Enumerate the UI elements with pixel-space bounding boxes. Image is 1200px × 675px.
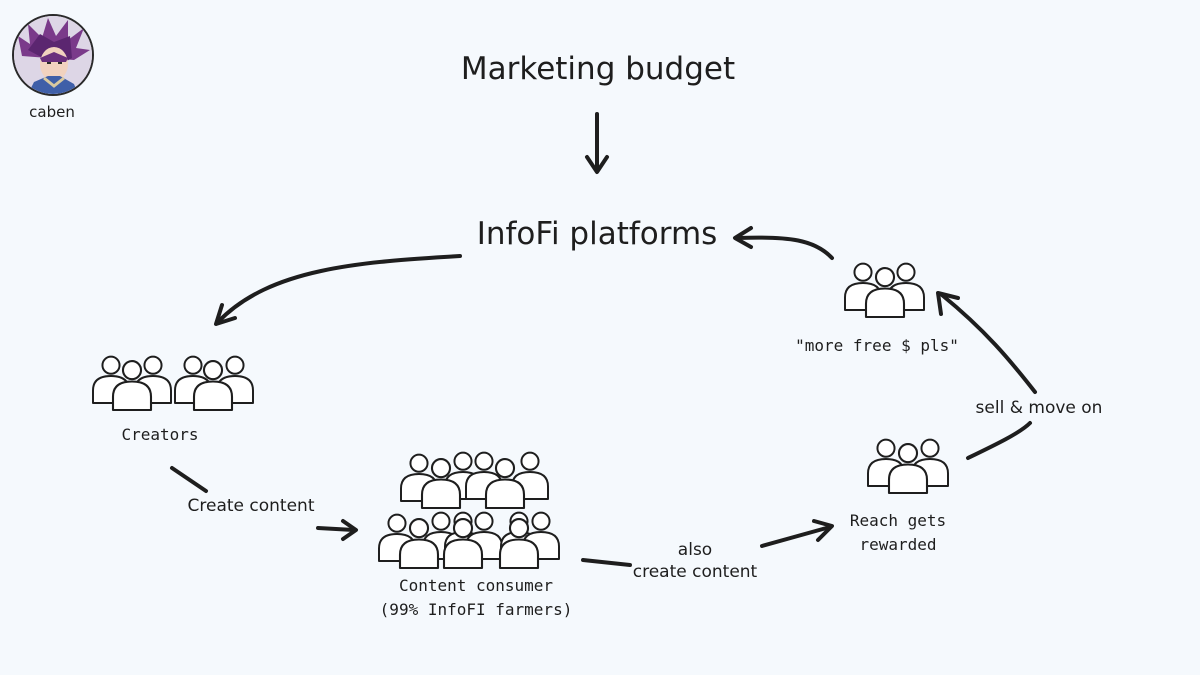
- arrow-platforms-to-creators: [214, 254, 462, 326]
- edge-label-sell-move-on: sell & move on: [975, 397, 1103, 419]
- also-line2: create content: [632, 562, 758, 582]
- also-line1: also: [677, 540, 713, 560]
- reach-line1: Reach gets: [849, 511, 947, 530]
- edge-label-also-create-content: also create content: [632, 539, 758, 583]
- infofi-platforms-title: InfoFi platforms: [476, 216, 718, 252]
- reach-rewarded-label: Reach gets rewarded: [850, 509, 946, 557]
- creators-label: Creators: [121, 425, 199, 444]
- marketing-budget-title: Marketing budget: [460, 51, 736, 87]
- arrow-more-free-to-platforms: [733, 226, 834, 260]
- author-name: caben: [29, 103, 75, 121]
- reach-people-icon: [867, 438, 949, 495]
- arrow-consumer-to-reach: [581, 519, 834, 567]
- reach-line2: rewarded: [859, 535, 937, 554]
- arrow-budget-to-platforms: [585, 112, 609, 174]
- content-consumer-label: Content consumer (99% InfoFI farmers): [380, 574, 573, 622]
- edge-label-create-content: Create content: [187, 495, 315, 517]
- arrow-creators-to-consumer: [170, 466, 358, 541]
- more-free-people-icon: [844, 262, 925, 319]
- more-free-label: "more free $ pls": [795, 336, 959, 355]
- content-consumer-line2: (99% InfoFI farmers): [379, 600, 573, 619]
- content-consumer-line1: Content consumer: [398, 576, 554, 595]
- arrow-reach-to-more-free: [936, 291, 1037, 460]
- content-consumer-crowd-icon: [378, 451, 560, 570]
- author-avatar: [12, 14, 94, 96]
- creators-people-icon: [92, 355, 254, 412]
- anime-character-avatar-icon: [14, 16, 92, 94]
